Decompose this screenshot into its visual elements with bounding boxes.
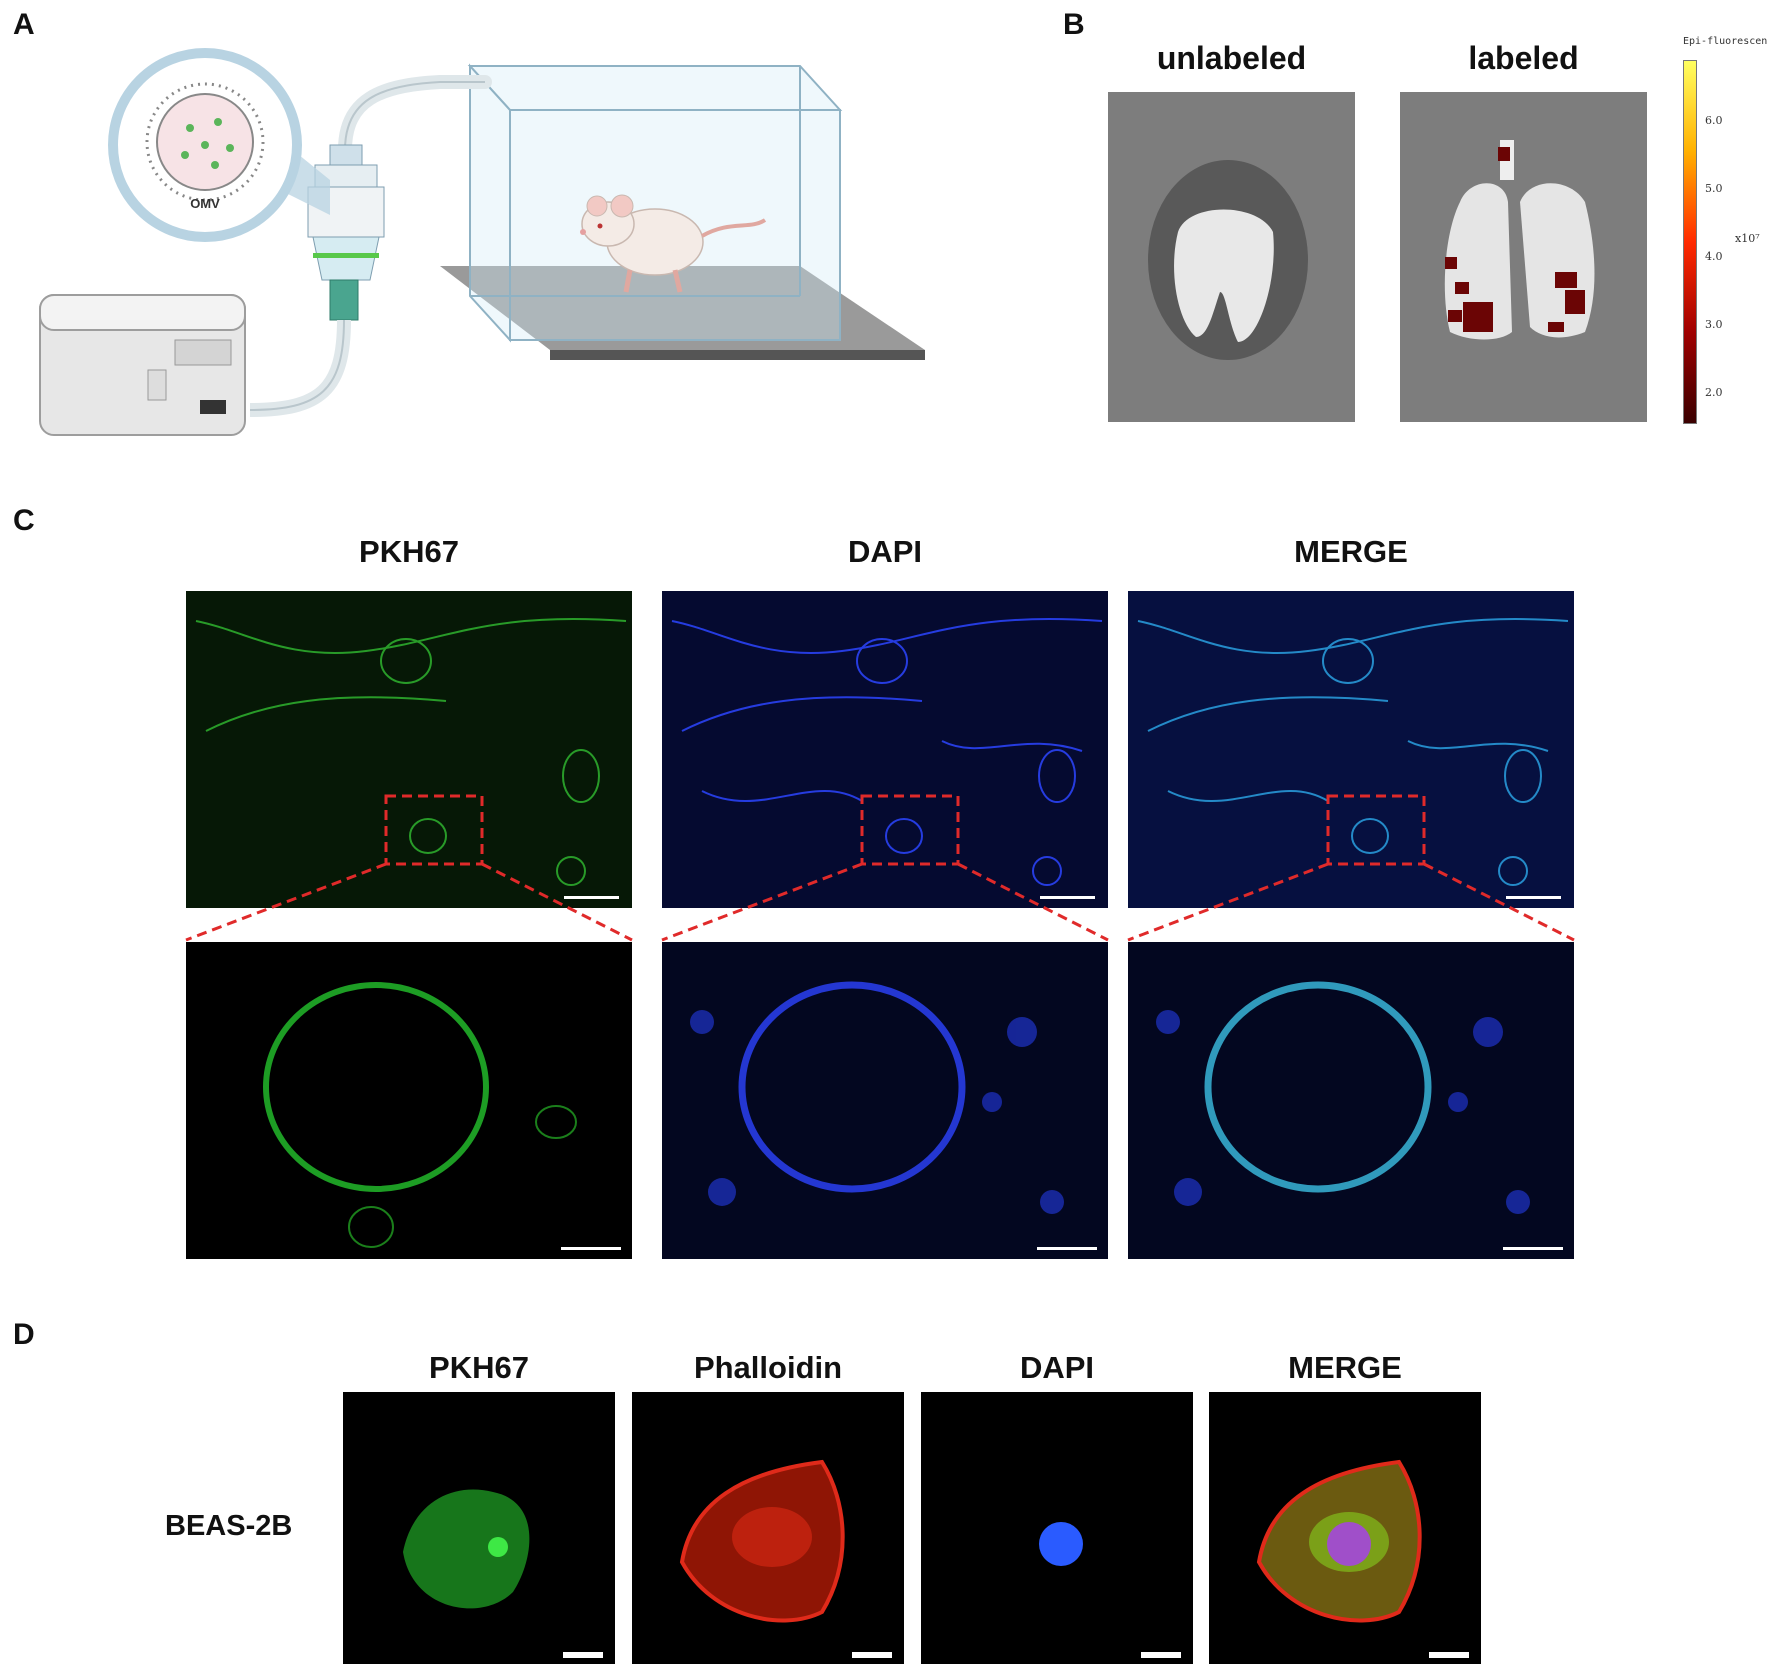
colorbar-tick: 5.0 — [1705, 182, 1723, 195]
beas2b-dapi-image — [921, 1392, 1193, 1664]
beas2b-phalloidin-image — [632, 1392, 904, 1664]
title-labeled: labeled — [1468, 40, 1579, 76]
panel-label-b: B — [1063, 8, 1085, 41]
panel-a-illustration: OMV — [30, 30, 930, 470]
column-title-pkh67: PKH67 — [359, 534, 459, 569]
pkh67-overview-image — [186, 591, 632, 908]
colorbar-title: Epi-fluorescen — [1683, 36, 1768, 47]
merge-overview-image — [1128, 591, 1574, 908]
panel-label-d: D — [13, 1318, 35, 1351]
colorbar-gradient — [1683, 60, 1697, 424]
beas2b-pkh67-image — [343, 1392, 615, 1664]
nebulizer — [307, 144, 385, 321]
ivis-image-unlabeled — [1108, 92, 1355, 422]
panel-label-a: A — [13, 8, 35, 41]
colorbar-tick: 6.0 — [1705, 114, 1723, 127]
pkh67-zoom-image — [186, 942, 632, 1259]
colorbar-unit: x10⁷ — [1735, 232, 1760, 245]
column-title-dapi-d: DAPI — [1019, 1350, 1095, 1385]
beas2b-merge-image — [1209, 1392, 1481, 1664]
column-title-dapi: DAPI — [847, 534, 923, 569]
column-title-merge: MERGE — [1294, 534, 1408, 569]
row-label-beas-2b: BEAS-2B — [165, 1510, 293, 1542]
column-title-phalloidin: Phalloidin — [693, 1350, 843, 1385]
dapi-overview-image — [662, 591, 1108, 908]
cage-floor — [440, 266, 925, 350]
column-title-pkh67-d: PKH67 — [429, 1350, 529, 1385]
colorbar-tick: 2.0 — [1705, 386, 1723, 399]
inhalation-chamber — [467, 63, 843, 343]
merge-zoom-image — [1128, 942, 1574, 1259]
omv-label: OMV — [190, 196, 220, 211]
dapi-zoom-image — [662, 942, 1108, 1259]
colorbar-tick: 3.0 — [1705, 318, 1723, 331]
ivis-image-labeled — [1400, 92, 1647, 422]
panel-label-c: C — [13, 504, 35, 537]
compressor-device — [39, 294, 246, 436]
column-title-merge-d: MERGE — [1288, 1350, 1402, 1385]
mouse-illustration — [580, 194, 767, 293]
title-unlabeled: unlabeled — [1156, 40, 1307, 76]
colorbar-tick: 4.0 — [1705, 250, 1723, 263]
